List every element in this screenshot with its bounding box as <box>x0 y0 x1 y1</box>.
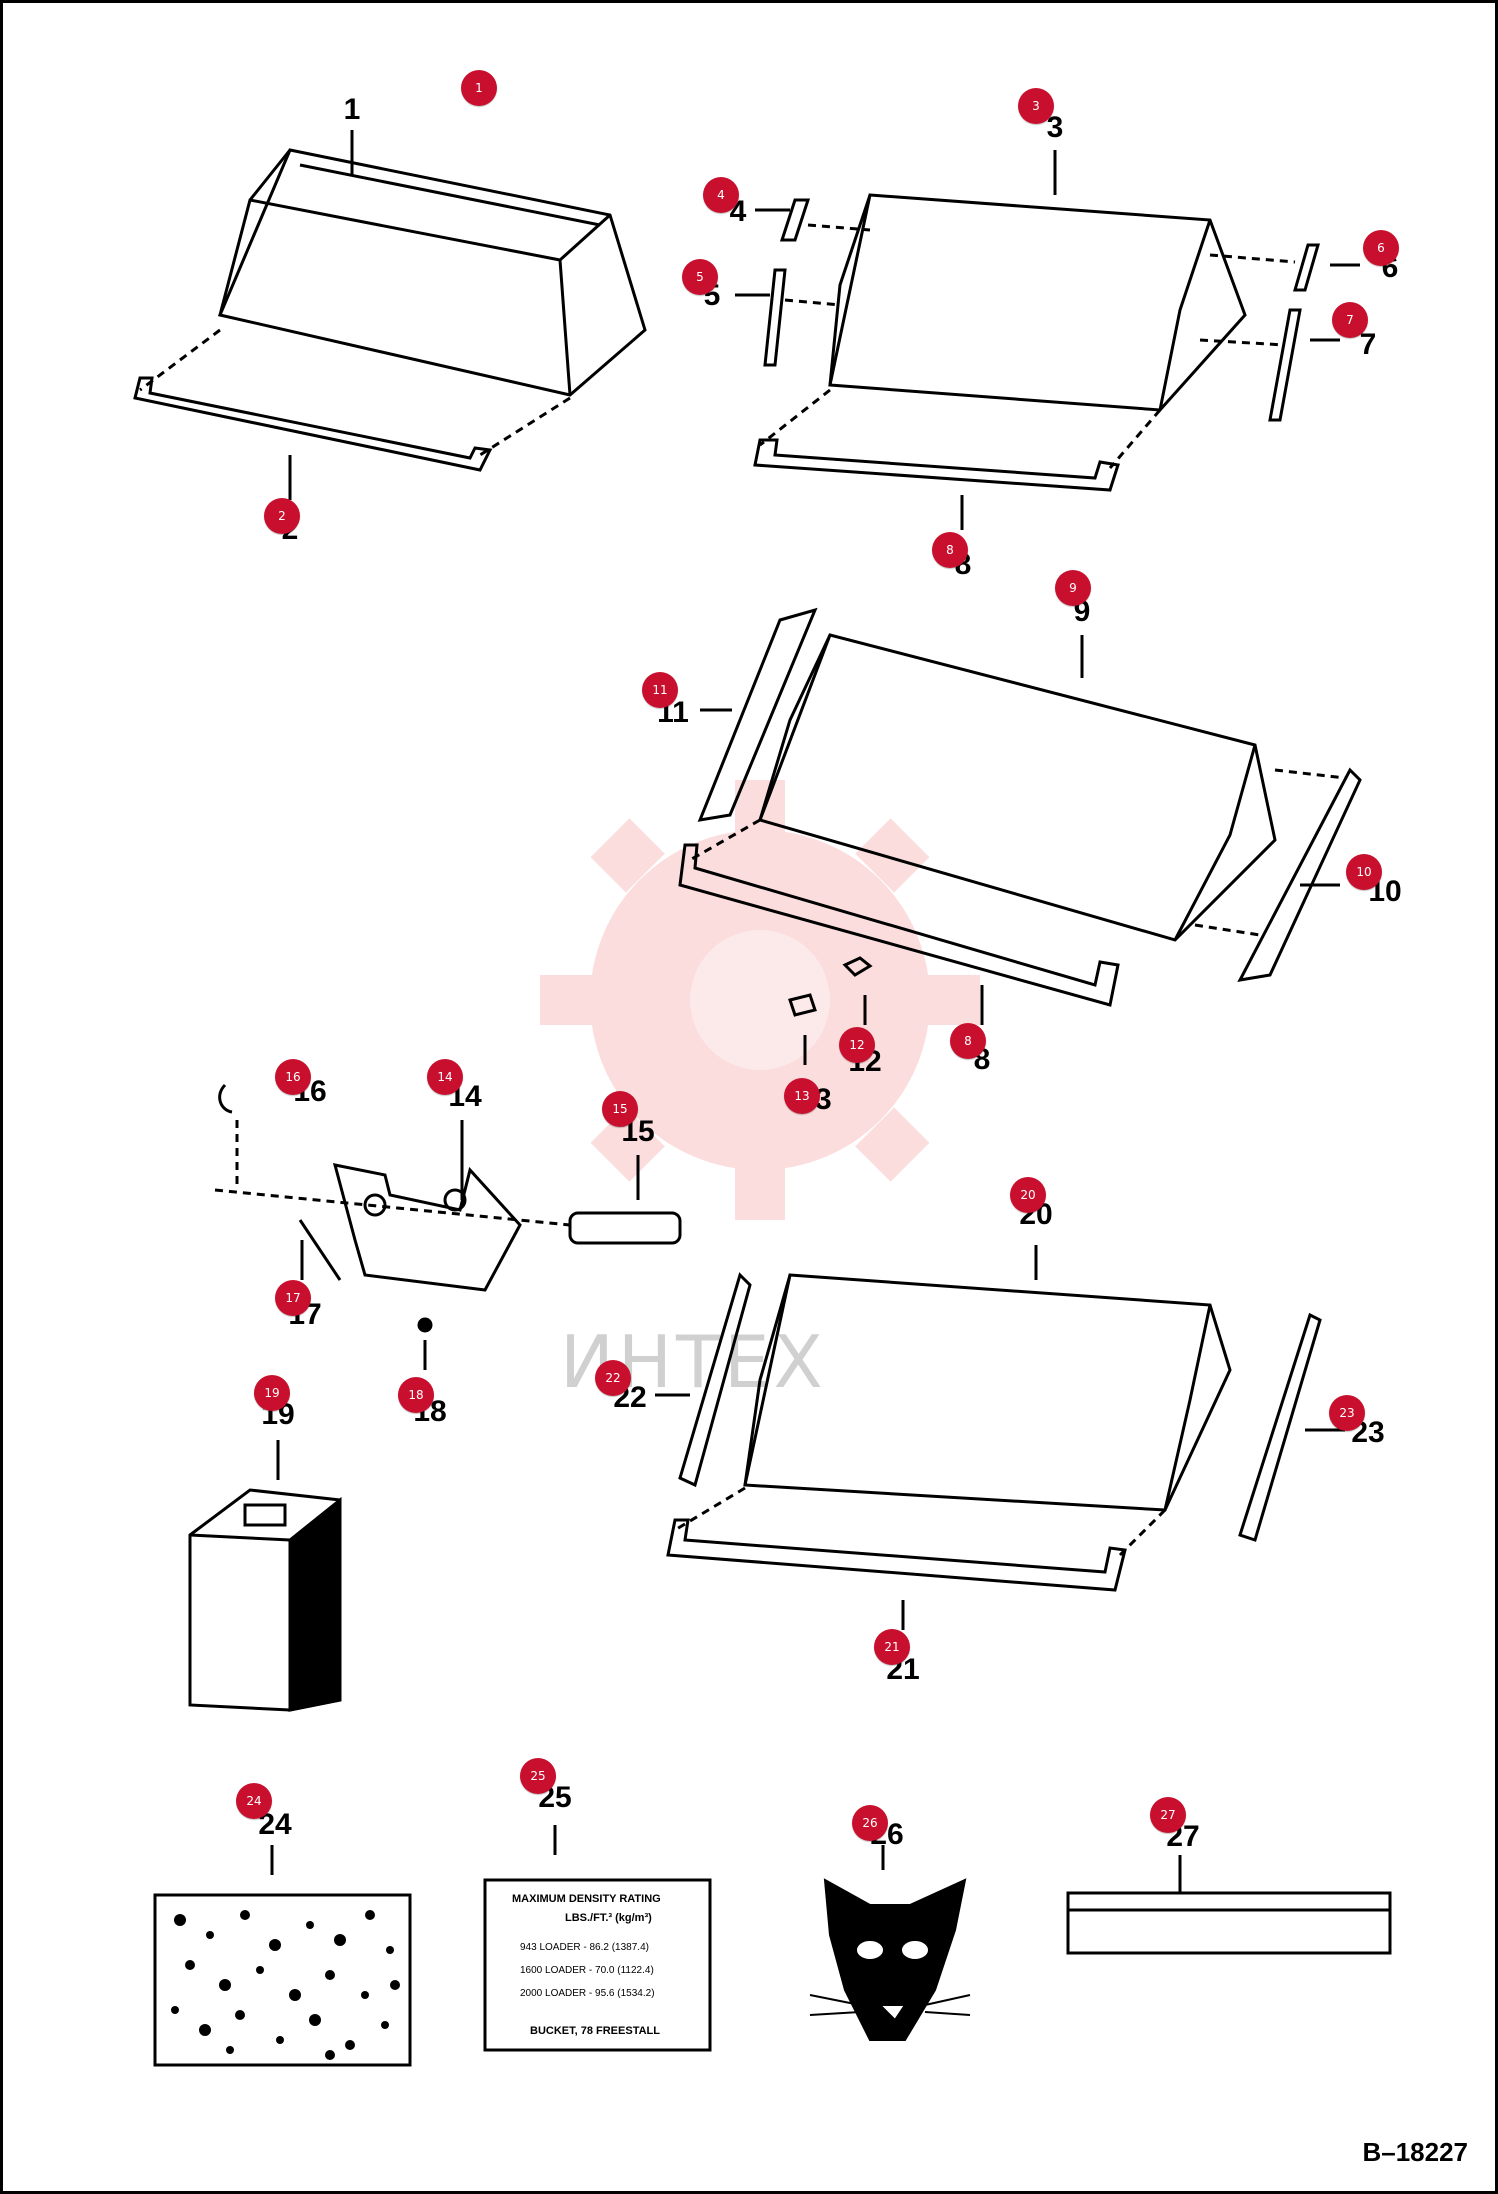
part-number-3: 3 <box>1046 111 1064 144</box>
callout-marker-19[interactable]: 19 <box>254 1375 290 1411</box>
bucket-3 <box>735 150 1360 412</box>
callout-marker-10[interactable]: 10 <box>1346 854 1382 890</box>
cutting-edge-8-top <box>753 388 1162 530</box>
side-plates-10-11 <box>697 607 1362 982</box>
callout-marker-13[interactable]: 13 <box>784 1078 820 1114</box>
bucket-1 <box>217 130 647 397</box>
decal-25-units: LBS./FT.³ (kg/m³) <box>565 1912 652 1924</box>
callout-marker-5[interactable]: 5 <box>682 259 718 295</box>
decal-24 <box>153 1845 412 2067</box>
callout-marker-14[interactable]: 14 <box>427 1059 463 1095</box>
decal-25-row: 943 LOADER - 86.2 (1387.4) <box>520 1942 649 1953</box>
cutting-edge-21 <box>666 1486 1167 1630</box>
counterweight-19 <box>188 1440 342 1712</box>
callout-marker-1[interactable]: 1 <box>461 70 497 106</box>
part-number-1: 1 <box>343 93 361 126</box>
decal-25-footer: BUCKET, 78 FREESTALL <box>530 2025 660 2037</box>
callout-marker-22[interactable]: 22 <box>595 1360 631 1396</box>
callout-marker-2[interactable]: 2 <box>264 498 300 534</box>
decal-25-row: 2000 LOADER - 95.6 (1534.2) <box>520 1988 655 1999</box>
mount-assembly-14-18 <box>214 1083 682 1370</box>
bucket-9 <box>758 633 1277 942</box>
callout-marker-16[interactable]: 16 <box>275 1059 311 1095</box>
bucket-20 <box>743 1245 1232 1512</box>
callout-marker-21[interactable]: 21 <box>874 1629 910 1665</box>
decal-25-frame <box>483 1825 712 2052</box>
decal-25-row: 1600 LOADER - 70.0 (1122.4) <box>520 1965 654 1976</box>
callout-marker-25[interactable]: 25 <box>520 1758 556 1794</box>
callout-marker-26[interactable]: 26 <box>852 1805 888 1841</box>
decal-27 <box>1066 1855 1392 1955</box>
cutting-edge-8-mid <box>678 818 1120 1025</box>
callout-marker-18[interactable]: 18 <box>398 1377 434 1413</box>
callout-marker-8[interactable]: 8 <box>932 532 968 568</box>
teeth-12-13 <box>788 956 873 1065</box>
callout-marker-20[interactable]: 20 <box>1010 1177 1046 1213</box>
callout-marker-9[interactable]: 9 <box>1055 570 1091 606</box>
callout-marker-6[interactable]: 6 <box>1363 230 1399 266</box>
side-plates-4-7 <box>763 198 1320 422</box>
callout-marker-3[interactable]: 3 <box>1018 88 1054 124</box>
decal-25-title: MAXIMUM DENSITY RATING <box>512 1893 661 1905</box>
callout-marker-24[interactable]: 24 <box>236 1783 272 1819</box>
callout-marker-11[interactable]: 11 <box>642 672 678 708</box>
cutting-edge-2 <box>133 328 571 500</box>
callout-marker-7[interactable]: 7 <box>1332 302 1368 338</box>
decal-26-bobcat-logo <box>809 1845 971 2041</box>
watermark-gear-logo <box>540 780 980 1220</box>
callout-marker-4[interactable]: 4 <box>703 177 739 213</box>
callout-marker-23[interactable]: 23 <box>1329 1395 1365 1431</box>
callout-marker-17[interactable]: 17 <box>275 1280 311 1316</box>
side-plates-22-23 <box>655 1272 1345 1542</box>
callout-marker-12[interactable]: 12 <box>839 1027 875 1063</box>
figure-id: B–18227 <box>1362 2137 1468 2167</box>
callout-marker-8[interactable]: 8 <box>950 1023 986 1059</box>
callout-marker-27[interactable]: 27 <box>1150 1797 1186 1833</box>
callout-marker-15[interactable]: 15 <box>602 1091 638 1127</box>
part-number-7: 7 <box>1359 328 1377 361</box>
